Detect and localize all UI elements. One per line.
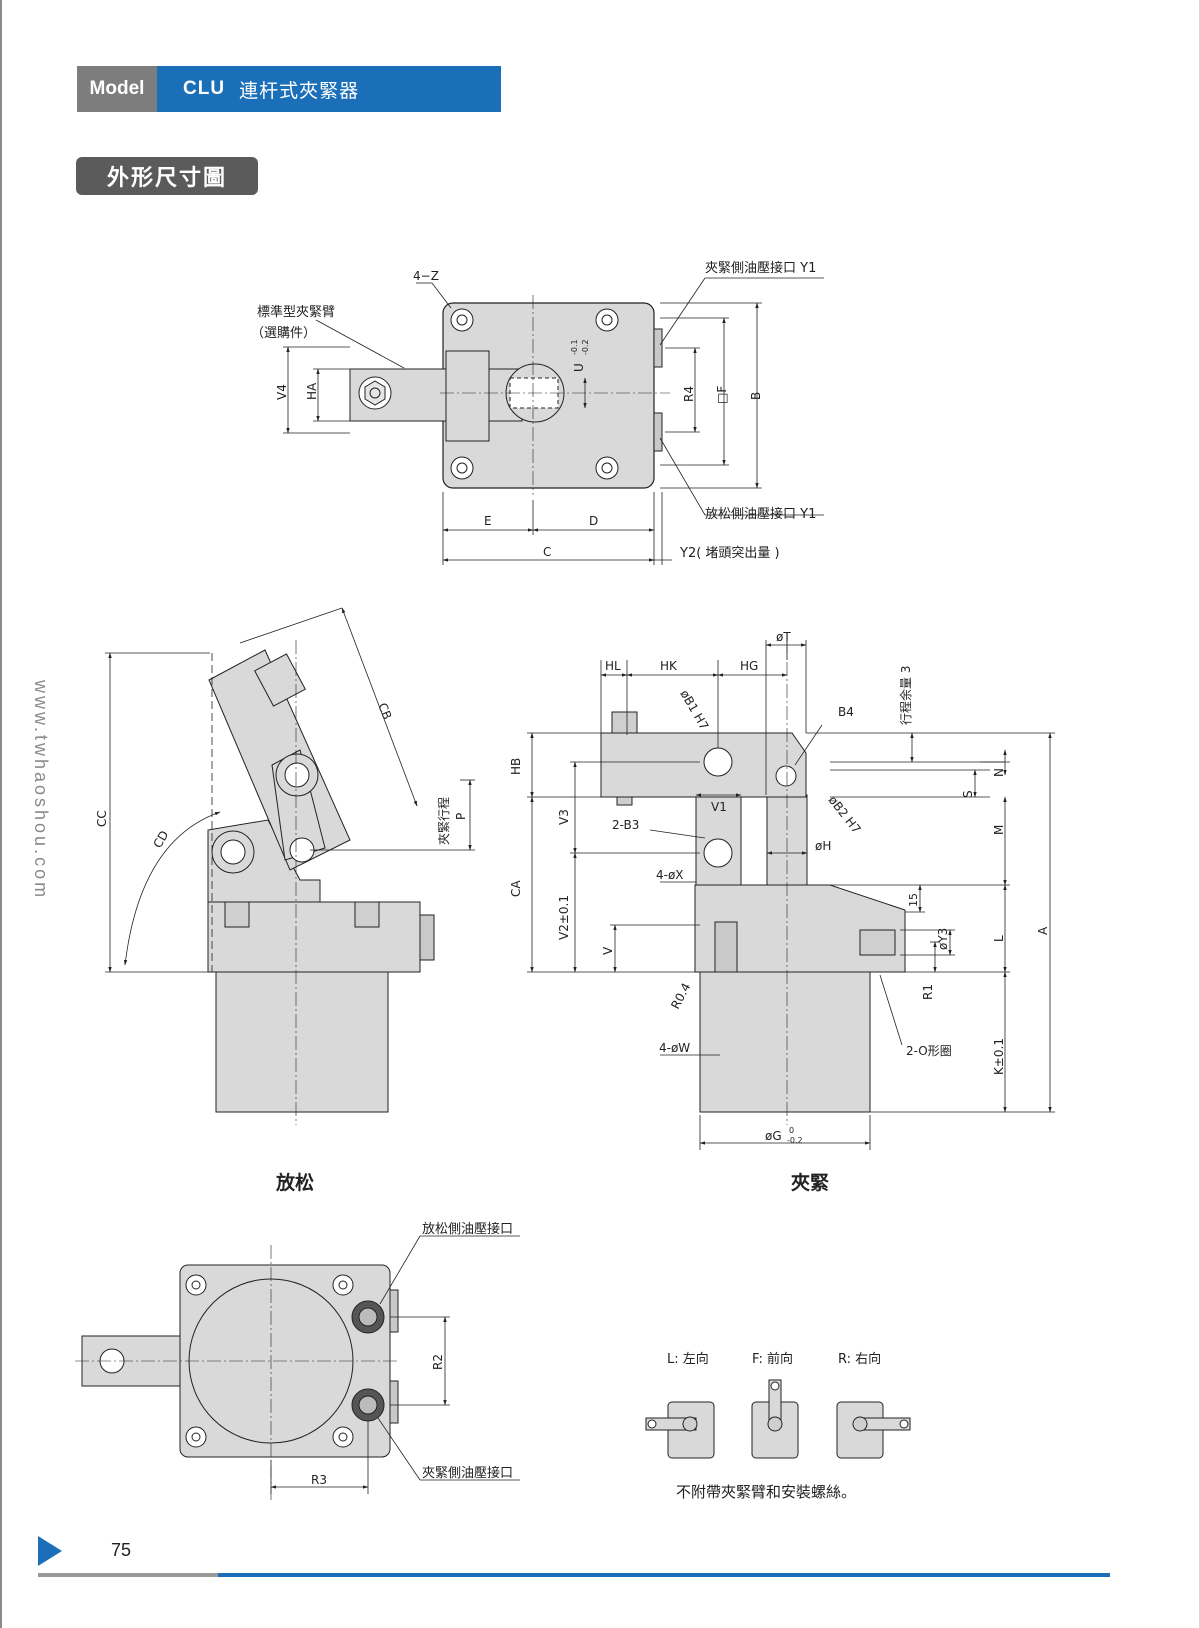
label-v1: V1 <box>711 800 727 814</box>
label-cc: CC <box>95 810 109 827</box>
label-bottom-clamp-port: 夾緊側油壓接口 <box>422 1465 513 1481</box>
label-x: 4-øX <box>656 868 684 882</box>
page-number: 75 <box>111 1540 132 1560</box>
top-view-drawing: 4−Z 標準型夾緊臂 （選購件） 夾緊側油壓接口 Y1 放松側油壓接口 Y1 Y… <box>251 260 824 565</box>
release-view-drawing: CC CD CB 夾緊行程 P <box>95 607 475 1125</box>
label-n: N <box>992 768 1006 777</box>
label-stroke-2: P <box>454 813 468 820</box>
label-c: C <box>543 545 551 559</box>
label-plug: Y2( 堵頭突出量 ) <box>679 545 780 561</box>
label-stroke-1: 夾緊行程 <box>436 797 451 845</box>
label-s: S <box>961 790 975 798</box>
label-m: M <box>992 825 1006 835</box>
label-w: 4-øW <box>659 1041 690 1055</box>
label-a: A <box>1036 926 1050 935</box>
model-title: CLU 連杆式夾緊器 <box>157 66 359 112</box>
orientation-front-icon <box>751 1379 799 1459</box>
label-clamp-port: 夾緊側油壓接口 Y1 <box>705 260 816 276</box>
label-k: K±0.1 <box>992 1038 1006 1075</box>
label-b4: B4 <box>838 705 854 719</box>
section-title: 外形尺寸圖 <box>76 157 258 195</box>
orientation-right-icon <box>836 1401 911 1459</box>
label-b: B <box>749 392 763 400</box>
label-y3: øY3 <box>936 928 950 950</box>
label-t: øT <box>776 630 791 644</box>
clamp-view-drawing: HL HK HG øT øB1 H7 B4 行程余量 3 HB V3 CA V1… <box>509 630 1055 1150</box>
mount-holes <box>450 308 619 480</box>
label-v4: V4 <box>275 384 289 400</box>
label-r04: R0.4 <box>668 981 693 1012</box>
label-u-tol-top: -0.1 <box>570 339 579 355</box>
label-ca: CA <box>509 880 523 897</box>
footer-line-grey <box>38 1573 218 1577</box>
label-bottom-release-port: 放松側油壓接口 <box>422 1221 513 1237</box>
model-code: CLU <box>183 78 226 99</box>
label-u-tol-bot: -0.2 <box>581 339 590 355</box>
label-15: 15 <box>907 893 920 907</box>
label-release-port: 放松側油壓接口 Y1 <box>705 506 816 522</box>
label-stroke-margin: 行程余量 3 <box>898 666 913 725</box>
website-text: www.twhaoshou.com <box>31 680 51 901</box>
orientation-left-label: L: 左向 <box>667 1352 709 1367</box>
label-d: D <box>589 514 598 528</box>
orientation-front-label: F: 前向 <box>752 1352 793 1367</box>
label-arm-2: （選購件） <box>251 326 316 341</box>
model-tag: Model <box>77 66 157 112</box>
label-h: øH <box>815 839 831 853</box>
orientation-right-label: R: 右向 <box>838 1352 882 1367</box>
label-b1: øB1 H7 <box>677 688 711 733</box>
label-hk: HK <box>660 659 678 673</box>
label-hb: HB <box>509 758 523 775</box>
label-g: øG <box>765 1129 782 1143</box>
label-b2: øB2 H7 <box>826 793 864 836</box>
label-r2: R2 <box>431 1354 445 1370</box>
orientation-icons <box>645 1379 911 1459</box>
label-z: 4−Z <box>413 269 439 283</box>
label-e: E <box>484 514 492 528</box>
label-arm-1: 標準型夾緊臂 <box>257 304 335 320</box>
orientation-left-icon <box>645 1401 715 1459</box>
label-r4: R4 <box>682 386 696 402</box>
label-v: V <box>601 946 615 955</box>
footer-arrow-icon <box>38 1536 62 1566</box>
release-caption: 放松 <box>276 1172 315 1194</box>
label-u: U <box>572 363 586 372</box>
label-hg: HG <box>740 659 758 673</box>
orientation-note: 不附帶夾緊臂和安裝螺絲。 <box>676 1483 857 1501</box>
footer-line-blue <box>218 1573 1110 1577</box>
label-g-tol-top: 0 <box>789 1126 794 1135</box>
label-r1: R1 <box>921 984 935 1000</box>
label-hl: HL <box>605 659 621 673</box>
model-header-bar: Model CLU 連杆式夾緊器 <box>77 66 501 112</box>
label-oring: 2-O形圈 <box>906 1044 952 1058</box>
label-cb: CB <box>375 701 394 722</box>
label-l: L <box>992 935 1006 942</box>
label-g-tol-bot: -0.2 <box>787 1136 803 1145</box>
label-f: □F <box>715 386 729 404</box>
model-name: 連杆式夾緊器 <box>239 79 360 102</box>
label-v3: V3 <box>557 809 571 825</box>
label-r3: R3 <box>311 1473 327 1487</box>
clamp-caption: 夾緊 <box>791 1172 830 1194</box>
bottom-view-drawing: R2 R3 放松側油壓接口 夾緊側油壓接口 <box>75 1221 520 1500</box>
page-left-border <box>0 0 2 1628</box>
label-v2: V2±0.1 <box>557 895 571 940</box>
label-b3: 2-B3 <box>612 818 639 832</box>
label-ha: HA <box>305 382 319 400</box>
